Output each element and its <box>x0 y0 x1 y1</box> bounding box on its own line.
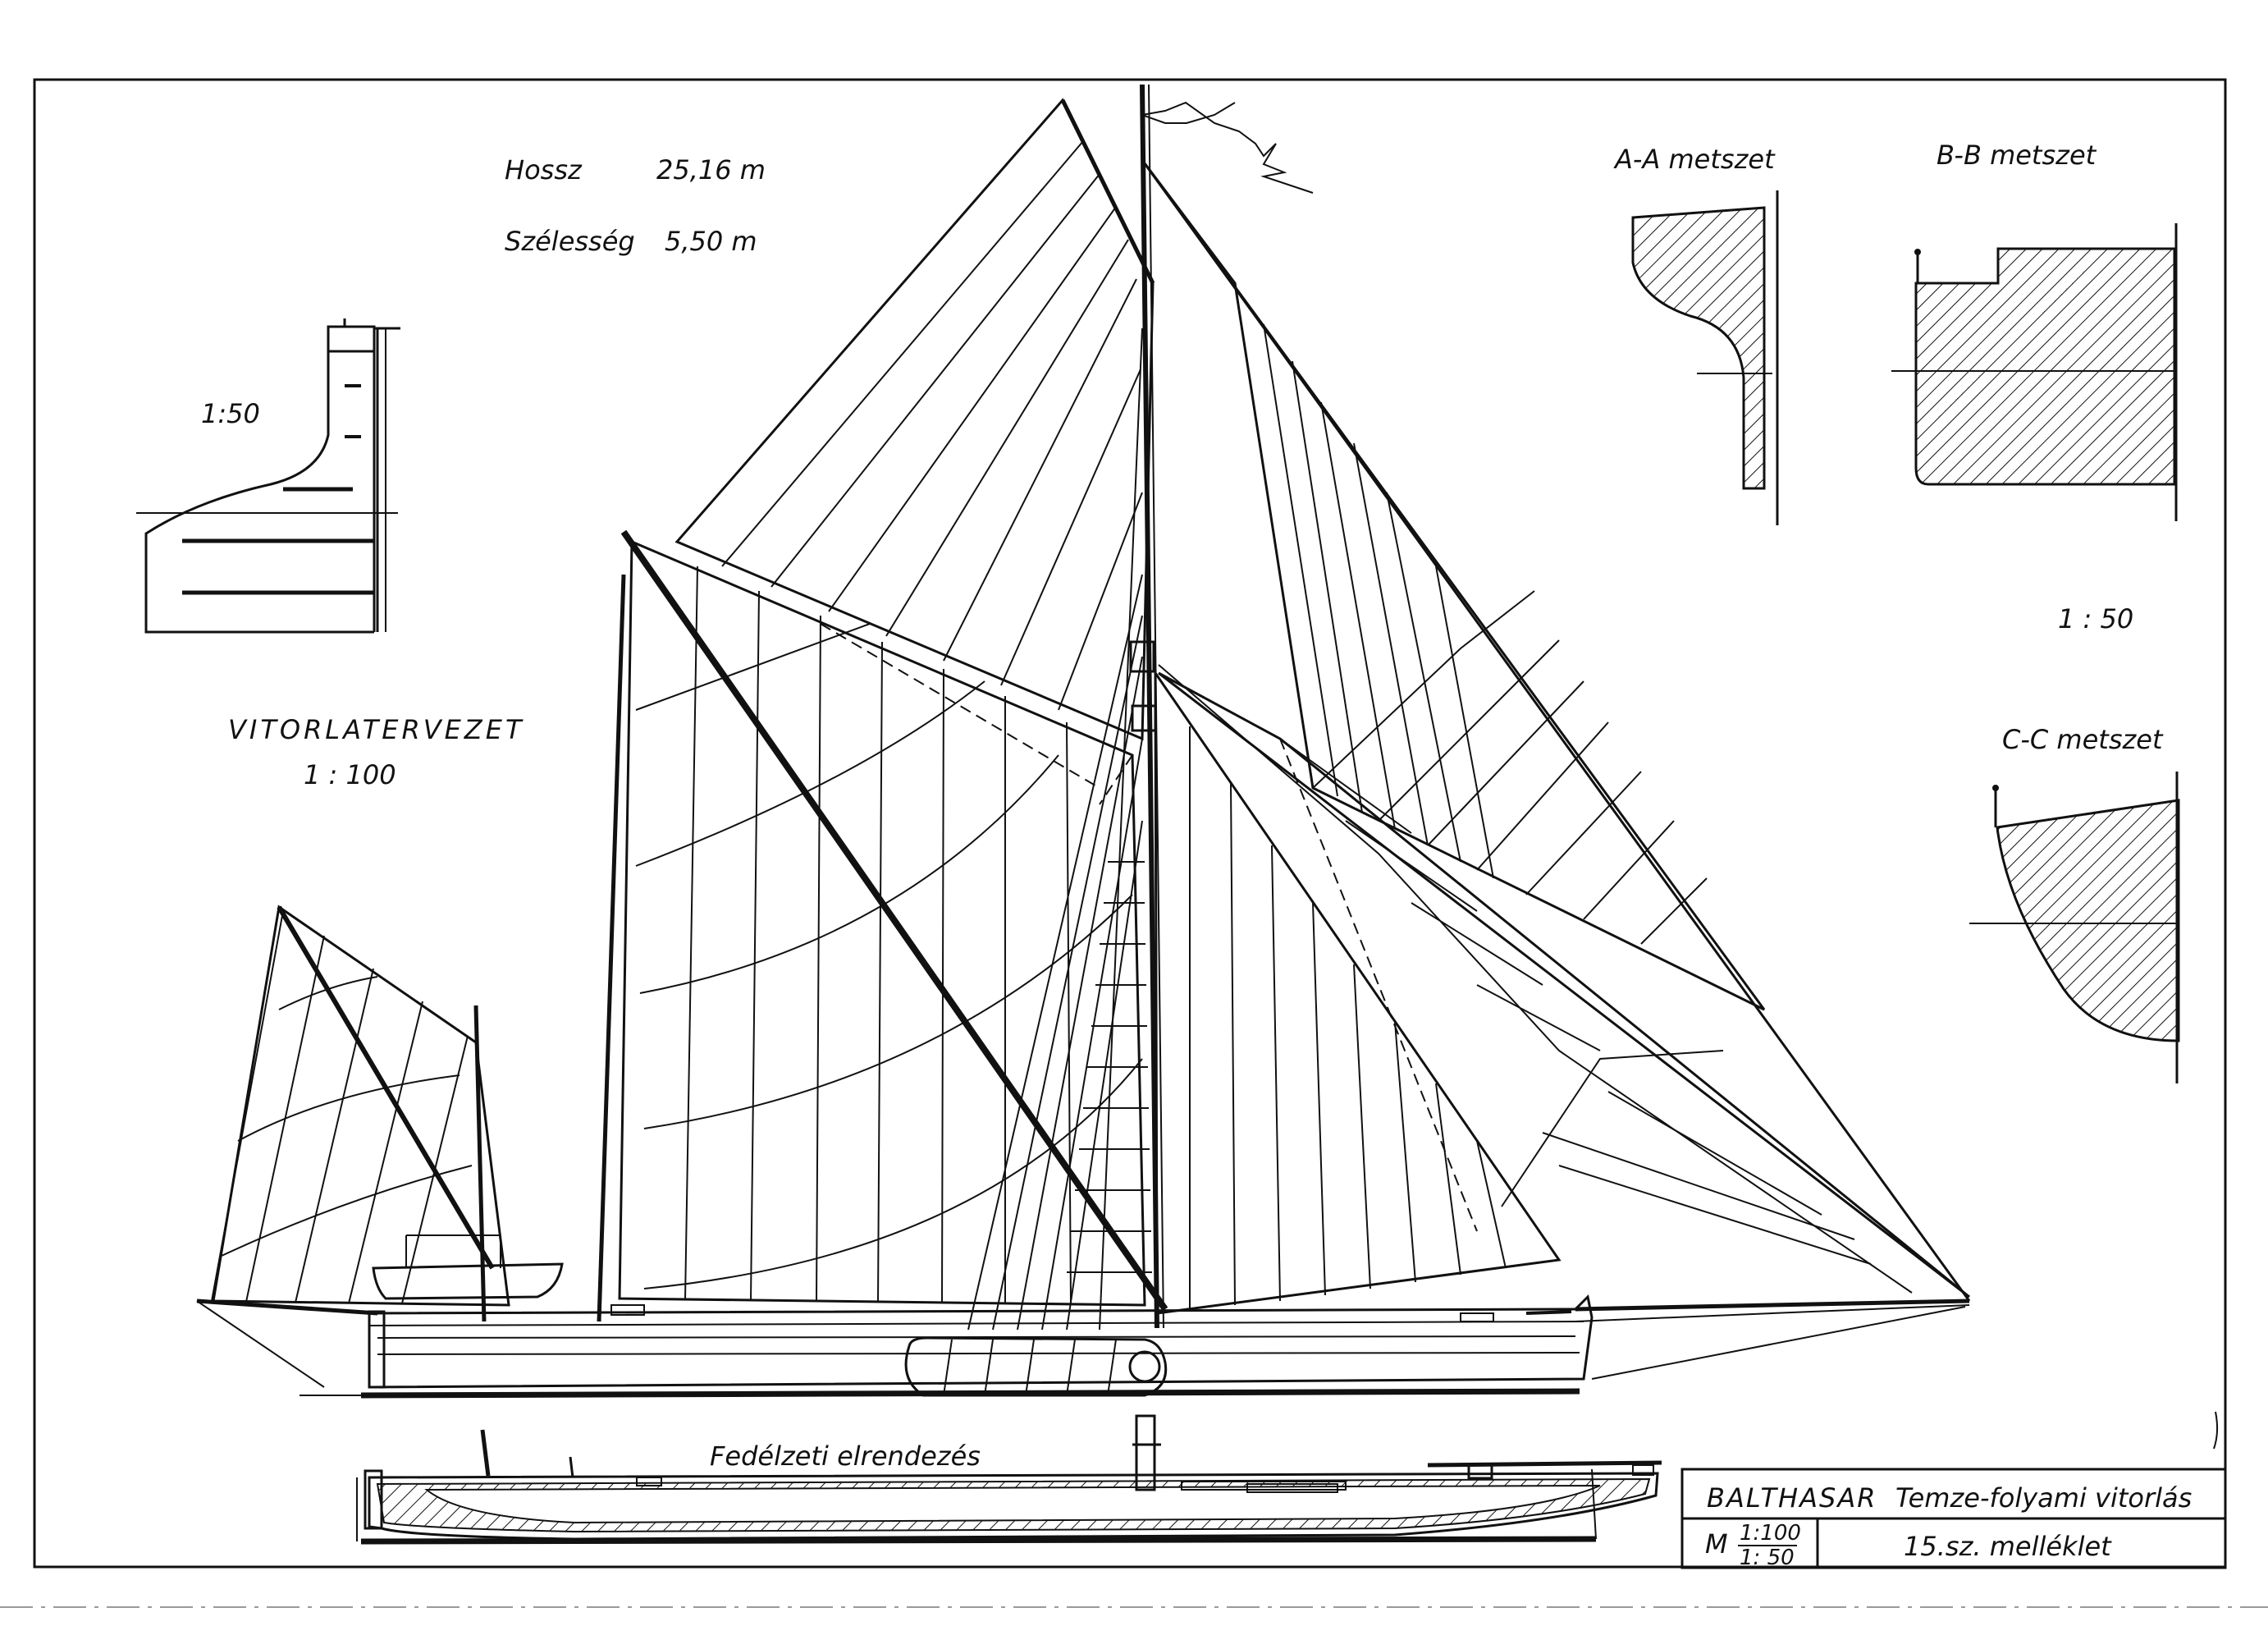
title-block <box>1680 1468 2227 1569</box>
sail-plan-scale: 1 : 100 <box>304 759 396 790</box>
drawing-border <box>33 78 2227 1569</box>
title-block-appendix: 15.sz. melléklet <box>1904 1531 2112 1562</box>
section-aa-drawing <box>1631 190 1779 525</box>
section-cc-label: C-C metszet <box>2002 724 2164 755</box>
deck-plan-title: Fedélzeti elrendezés <box>710 1440 981 1472</box>
sail-plan-drawing <box>196 84 1971 1399</box>
sail-plan-title: VITORLATERVEZET <box>228 714 524 745</box>
bow-detail-drawing <box>136 318 400 634</box>
detail-scale-label: 1:50 <box>201 398 260 429</box>
title-block-scale-1: 1:100 <box>1740 1521 1801 1546</box>
section-bb-label: B-B metszet <box>1936 140 2097 171</box>
title-block-m: M <box>1705 1528 1728 1560</box>
width-value: 5,50 m <box>665 226 757 257</box>
deck-plan-drawing <box>356 1414 1662 1545</box>
title-block-name: BALTHASAR <box>1707 1482 1877 1514</box>
title-block-scale-2: 1: 50 <box>1740 1546 1795 1570</box>
section-bb-drawing <box>1891 223 2178 521</box>
section-scale-label: 1 : 50 <box>2058 603 2133 634</box>
title-block-type: Temze-folyami vitorlás <box>1895 1482 2192 1514</box>
width-label: Szélesség <box>505 226 635 257</box>
stray-mark <box>2213 1411 2219 1450</box>
section-cc-drawing <box>1969 772 2180 1083</box>
section-aa-label: A-A metszet <box>1613 144 1776 175</box>
length-label: Hossz <box>505 154 583 186</box>
length-value: 25,16 m <box>656 154 766 186</box>
